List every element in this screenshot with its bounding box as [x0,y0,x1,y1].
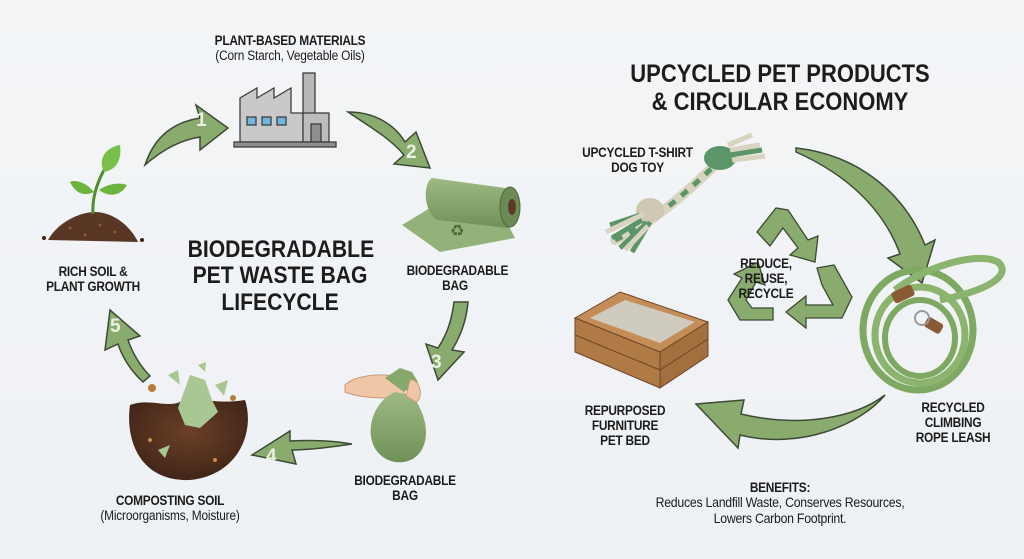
stage-composting-soil: COMPOSTING SOIL (Microorganisms, Moistur… [73,493,267,523]
circular-economy-graphics [573,132,1006,450]
arrow-toy-to-leash-icon [795,147,937,285]
stage-name: COMPOSTING SOIL [115,493,225,508]
stage-biodegradable-bag-tied: BIODEGRADABLE BAG [348,473,462,503]
title-line: BIODEGRADABLE [187,236,375,263]
center-line: RECYCLE [738,286,794,302]
arrow-1-number: 1 [196,110,207,131]
sprout-icon [42,145,144,242]
title-line: PET WASTE BAG [192,262,368,290]
stage-name-line: BAG [392,488,418,504]
rope-toy-icon [604,132,766,254]
circular-economy-panel: UPCYCLED PET PRODUCTS & CIRCULAR ECONOMY… [530,0,1024,559]
stage-name-line: BAG [442,278,468,294]
arrow-5-number: 5 [110,316,121,337]
recycle-symbol-icon [727,207,853,330]
arrow-2-number: 2 [406,142,417,163]
reduce-reuse-recycle-label: REDUCE, REUSE, RECYCLE [731,256,801,301]
title-line: LIFECYCLE [221,288,339,316]
product-name-line: PET BED [600,433,650,449]
stage-biodegradable-bag-roll: BIODEGRADABLE BAG [406,263,509,294]
circular-economy-title: UPCYCLED PET PRODUCTS & CIRCULAR ECONOMY [595,60,965,116]
benefits-line: Reduces Landfill Waste, Conserves Resour… [655,494,905,511]
product-rope-leash-label: RECYCLED CLIMBING ROPE LEASH [905,400,1002,445]
stage-name-line: PLANT GROWTH [46,279,140,295]
product-name-line: UPCYCLED T-SHIRT [582,145,693,160]
crate-bed-icon [573,291,710,389]
arrow-4-icon [250,429,353,465]
stage-name-line: BIODEGRADABLE [406,263,509,278]
svg-text:♻: ♻ [450,221,464,240]
arrow-2-icon [345,111,432,169]
bag-roll-icon: ♻ [402,178,521,252]
lifecycle-panel: ♻ [0,0,530,559]
arrow-3-icon [424,301,469,382]
stage-rich-soil: RICH SOIL & PLANT GROWTH [36,264,150,294]
arrow-1-icon [143,103,230,168]
benefits-heading: BENEFITS: [749,480,811,495]
arrow-leash-to-bed-icon [694,394,886,450]
arrow-3-number: 3 [431,352,442,373]
product-name-line: FURNITURE [591,418,659,434]
stage-plant-based-materials: PLANT-BASED MATERIALS (Corn Starch, Vege… [198,33,383,63]
product-name-line: RECYCLED [921,400,985,415]
product-name-line: DOG TOY [611,160,664,176]
arrow-5-icon [104,308,152,384]
center-line: REDUCE, [740,256,792,271]
tied-bag-in-hand-icon [344,368,426,463]
stage-detail: (Microorganisms, Moisture) [100,508,240,524]
benefits-block: BENEFITS: Reduces Landfill Waste, Conser… [639,480,921,526]
compost-soil-icon [129,362,248,481]
product-pet-bed-label: REPURPOSED FURNITURE PET BED [577,403,674,448]
title-line: & CIRCULAR ECONOMY [651,88,909,116]
stage-name-line: RICH SOIL & [58,264,128,279]
product-name-line: ROPE LEASH [915,430,991,446]
product-tshirt-toy-label: UPCYCLED T-SHIRT DOG TOY [578,145,697,175]
lifecycle-graphics: ♻ [42,72,521,481]
stage-detail: (Corn Starch, Vegetable Oils) [215,48,365,64]
stage-name-line: BIODEGRADABLE [354,473,456,488]
factory-icon [233,72,337,148]
product-name-line: CLIMBING [924,415,982,431]
lifecycle-title: BIODEGRADABLE PET WASTE BAG LIFECYCLE [187,236,375,316]
title-line: UPCYCLED PET PRODUCTS [630,60,930,88]
product-name-line: REPURPOSED [584,403,666,418]
arrow-4-number: 4 [266,446,277,467]
leash-icon [859,254,1006,394]
stage-name: PLANT-BASED MATERIALS [214,33,366,48]
benefits-line: Lowers Carbon Footprint. [713,509,847,526]
center-line: REUSE, [744,271,788,287]
